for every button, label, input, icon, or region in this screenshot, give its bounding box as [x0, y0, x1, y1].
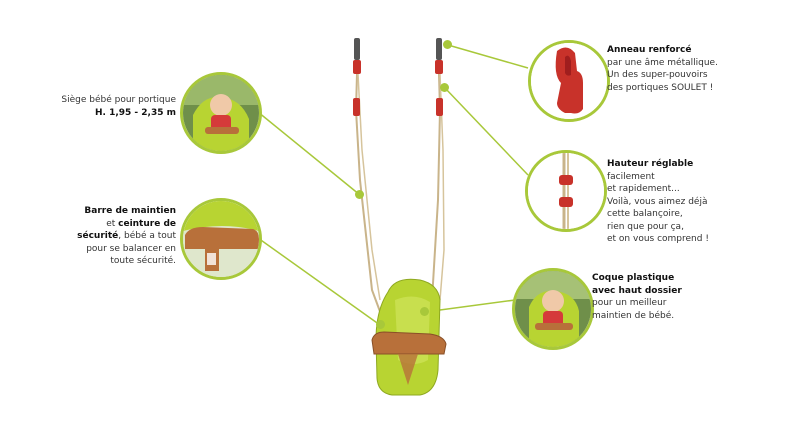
barre-line2: et	[106, 218, 119, 229]
anneau-line1: par une âme métallique.	[607, 57, 718, 68]
anneau-line2: Un des super-pouvoirs	[607, 70, 708, 80]
barre-line4: pour se balancer en	[86, 243, 176, 254]
anneau-line3: des portiques SOULET !	[607, 82, 714, 93]
leader-line-anneau	[447, 44, 529, 69]
safety-bar	[371, 331, 447, 355]
hauteur-line1: facilement	[607, 171, 655, 182]
barre-line5: toute sécurité.	[110, 256, 176, 266]
callout-barre: Barre de maintien et ceinture de sécurit…	[20, 205, 176, 268]
hauteur-line2: et rapidement...	[607, 184, 680, 194]
coque-title1: Coque plastique	[592, 273, 675, 283]
leader-line-barre	[257, 237, 381, 326]
siege-line1: Siège bébé pour portique	[61, 95, 176, 105]
hauteur-line6: et on vous comprend !	[607, 234, 709, 244]
hauteur-line4: cette balançoire,	[607, 209, 683, 219]
coque-line2: maintien de bébé.	[592, 310, 675, 321]
siege-line2: H. 1,95 - 2,35 m	[94, 107, 176, 118]
baby-photo-circle-right	[512, 268, 594, 350]
rope-adjuster-photo-circle	[525, 150, 607, 232]
anchor-dot-coque	[420, 307, 429, 316]
coque-title2: avec haut dossier	[592, 285, 682, 296]
leader-line-hauteur	[444, 87, 529, 176]
safety-bar-photo-circle	[180, 198, 262, 280]
hauteur-line5: rien que pour ça,	[607, 221, 684, 232]
barre-line3: , bébé a tout	[118, 231, 176, 241]
callout-coque: Coque plastique avec haut dossier pour u…	[592, 272, 787, 322]
coque-line1: pour un meilleur	[592, 298, 667, 308]
barre-bold2: ceinture de	[118, 218, 176, 229]
anchor-dot-anneau	[443, 40, 452, 49]
left-hook	[354, 38, 360, 60]
hauteur-title: Hauteur réglable	[607, 159, 694, 169]
callout-siege: Siège bébé pour portique H. 1,95 - 2,35 …	[20, 94, 176, 119]
anchor-dot-hauteur	[440, 83, 449, 92]
barre-bold3: sécurité	[77, 231, 119, 241]
callout-anneau: Anneau renforcé par une âme métallique. …	[607, 44, 792, 94]
barre-bold1: Barre de maintien	[84, 206, 176, 216]
right-hook	[436, 38, 442, 60]
anneau-title: Anneau renforcé	[607, 45, 692, 55]
leader-line-siege	[257, 111, 361, 196]
baby-photo-circle-top-left	[180, 72, 262, 154]
anchor-dot-siege	[355, 190, 364, 199]
anchor-dot-barre	[376, 320, 385, 329]
ring-photo-circle	[528, 40, 610, 122]
callout-hauteur: Hauteur réglable facilement et rapidemen…	[607, 158, 792, 246]
hauteur-line3: Voilà, vous aimez déjà	[607, 196, 708, 207]
